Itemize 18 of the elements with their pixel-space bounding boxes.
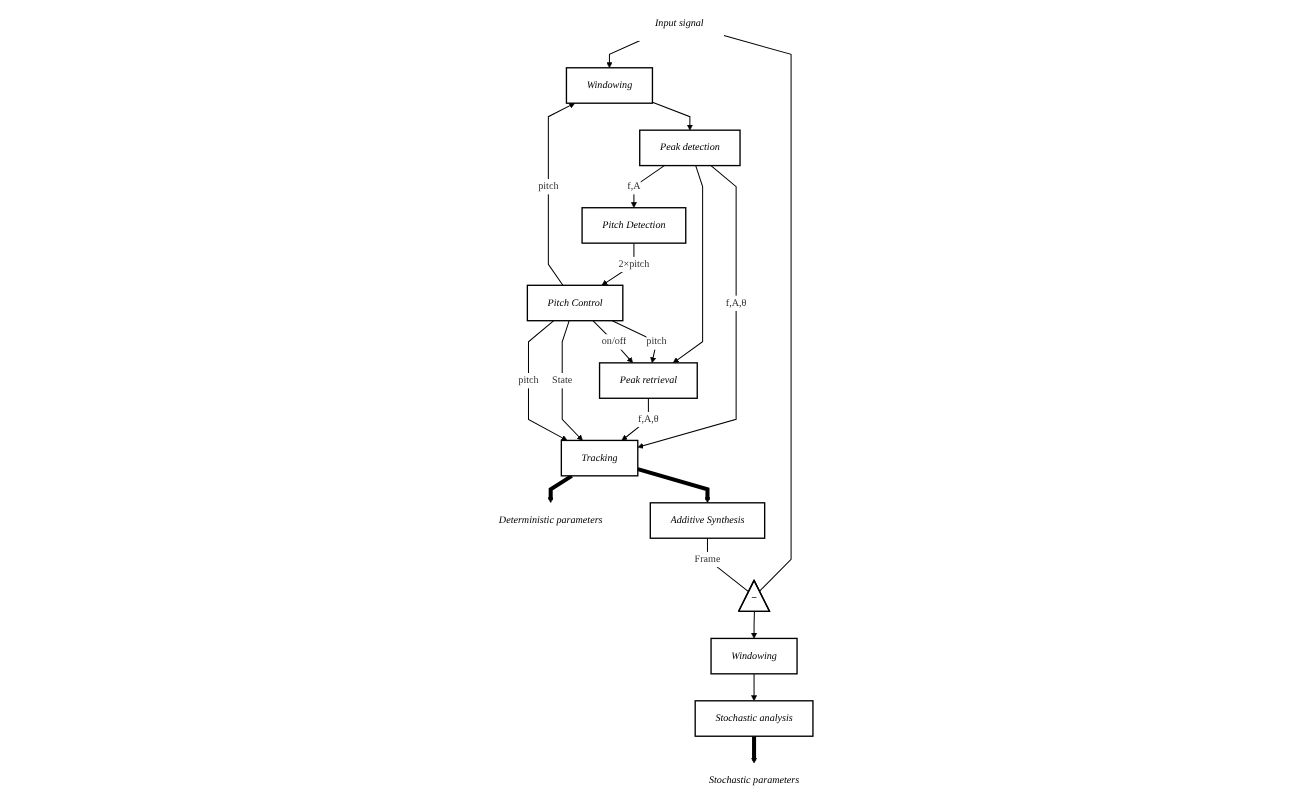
arrow: [751, 673, 758, 702]
arrow: [561, 320, 583, 441]
arrow: [630, 165, 665, 208]
arrow: [672, 165, 704, 364]
arrow: [547, 102, 576, 286]
arrow: [637, 165, 737, 449]
arrow: [606, 40, 641, 69]
arrow: [547, 474, 573, 504]
arrow: [528, 320, 568, 441]
arrow: [651, 101, 693, 131]
arrow: [751, 736, 758, 764]
arrow: [751, 611, 758, 639]
arrow: [637, 467, 711, 504]
arrow: [592, 320, 633, 364]
connector: [706, 537, 750, 593]
arrow: [601, 242, 635, 286]
connector: [723, 35, 792, 592]
arrow: [611, 320, 658, 364]
